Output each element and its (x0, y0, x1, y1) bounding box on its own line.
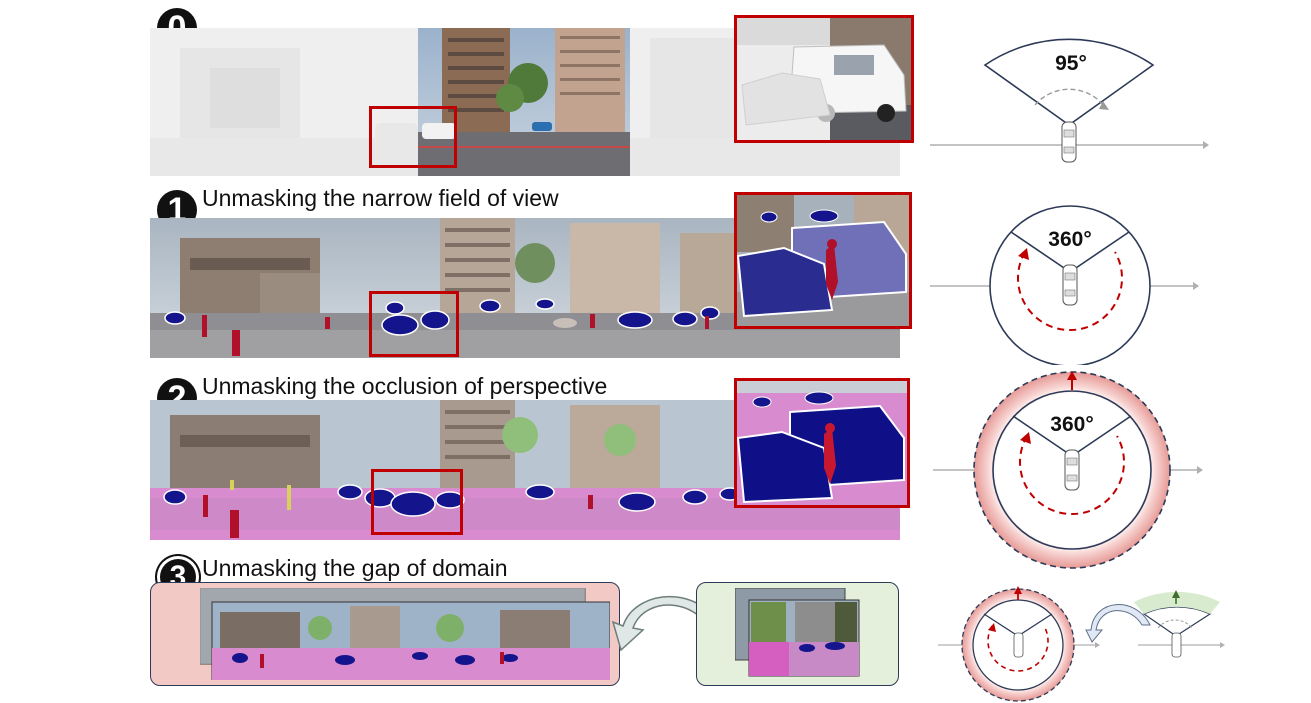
highlight-box-small-0 (369, 106, 457, 168)
zoom-inset-0 (734, 15, 914, 143)
panorama-row-1 (150, 218, 900, 358)
panorama-row-0 (150, 28, 900, 176)
fov-label-1: 360° (1048, 228, 1091, 251)
fov-diagram-0: 95° (930, 38, 1209, 163)
fov-label-0: 95° (1055, 52, 1087, 75)
target-panorama-stack (200, 588, 610, 680)
row-title-2: Unmasking the occlusion of perspective (202, 373, 608, 399)
fov-diagram-1: 360° (930, 205, 1199, 365)
zoom-inset-1 (734, 192, 912, 329)
fov-diagram-2: 360° (933, 371, 1203, 569)
car-top-view-icon (1064, 449, 1080, 491)
source-image-stack (735, 588, 860, 677)
zoom-inset-2 (734, 378, 910, 508)
row-title-3: Unmasking the gap of domain (202, 555, 508, 581)
fov-label-2: 360° (1050, 413, 1093, 436)
highlight-box-small-1 (369, 291, 459, 357)
car-top-view-icon (1062, 264, 1078, 306)
highlight-box-small-2 (371, 469, 463, 535)
row-title-1: Unmasking the narrow field of view (202, 185, 559, 211)
fov-diagram-3 (938, 586, 1225, 702)
car-top-view-icon (1061, 121, 1077, 163)
